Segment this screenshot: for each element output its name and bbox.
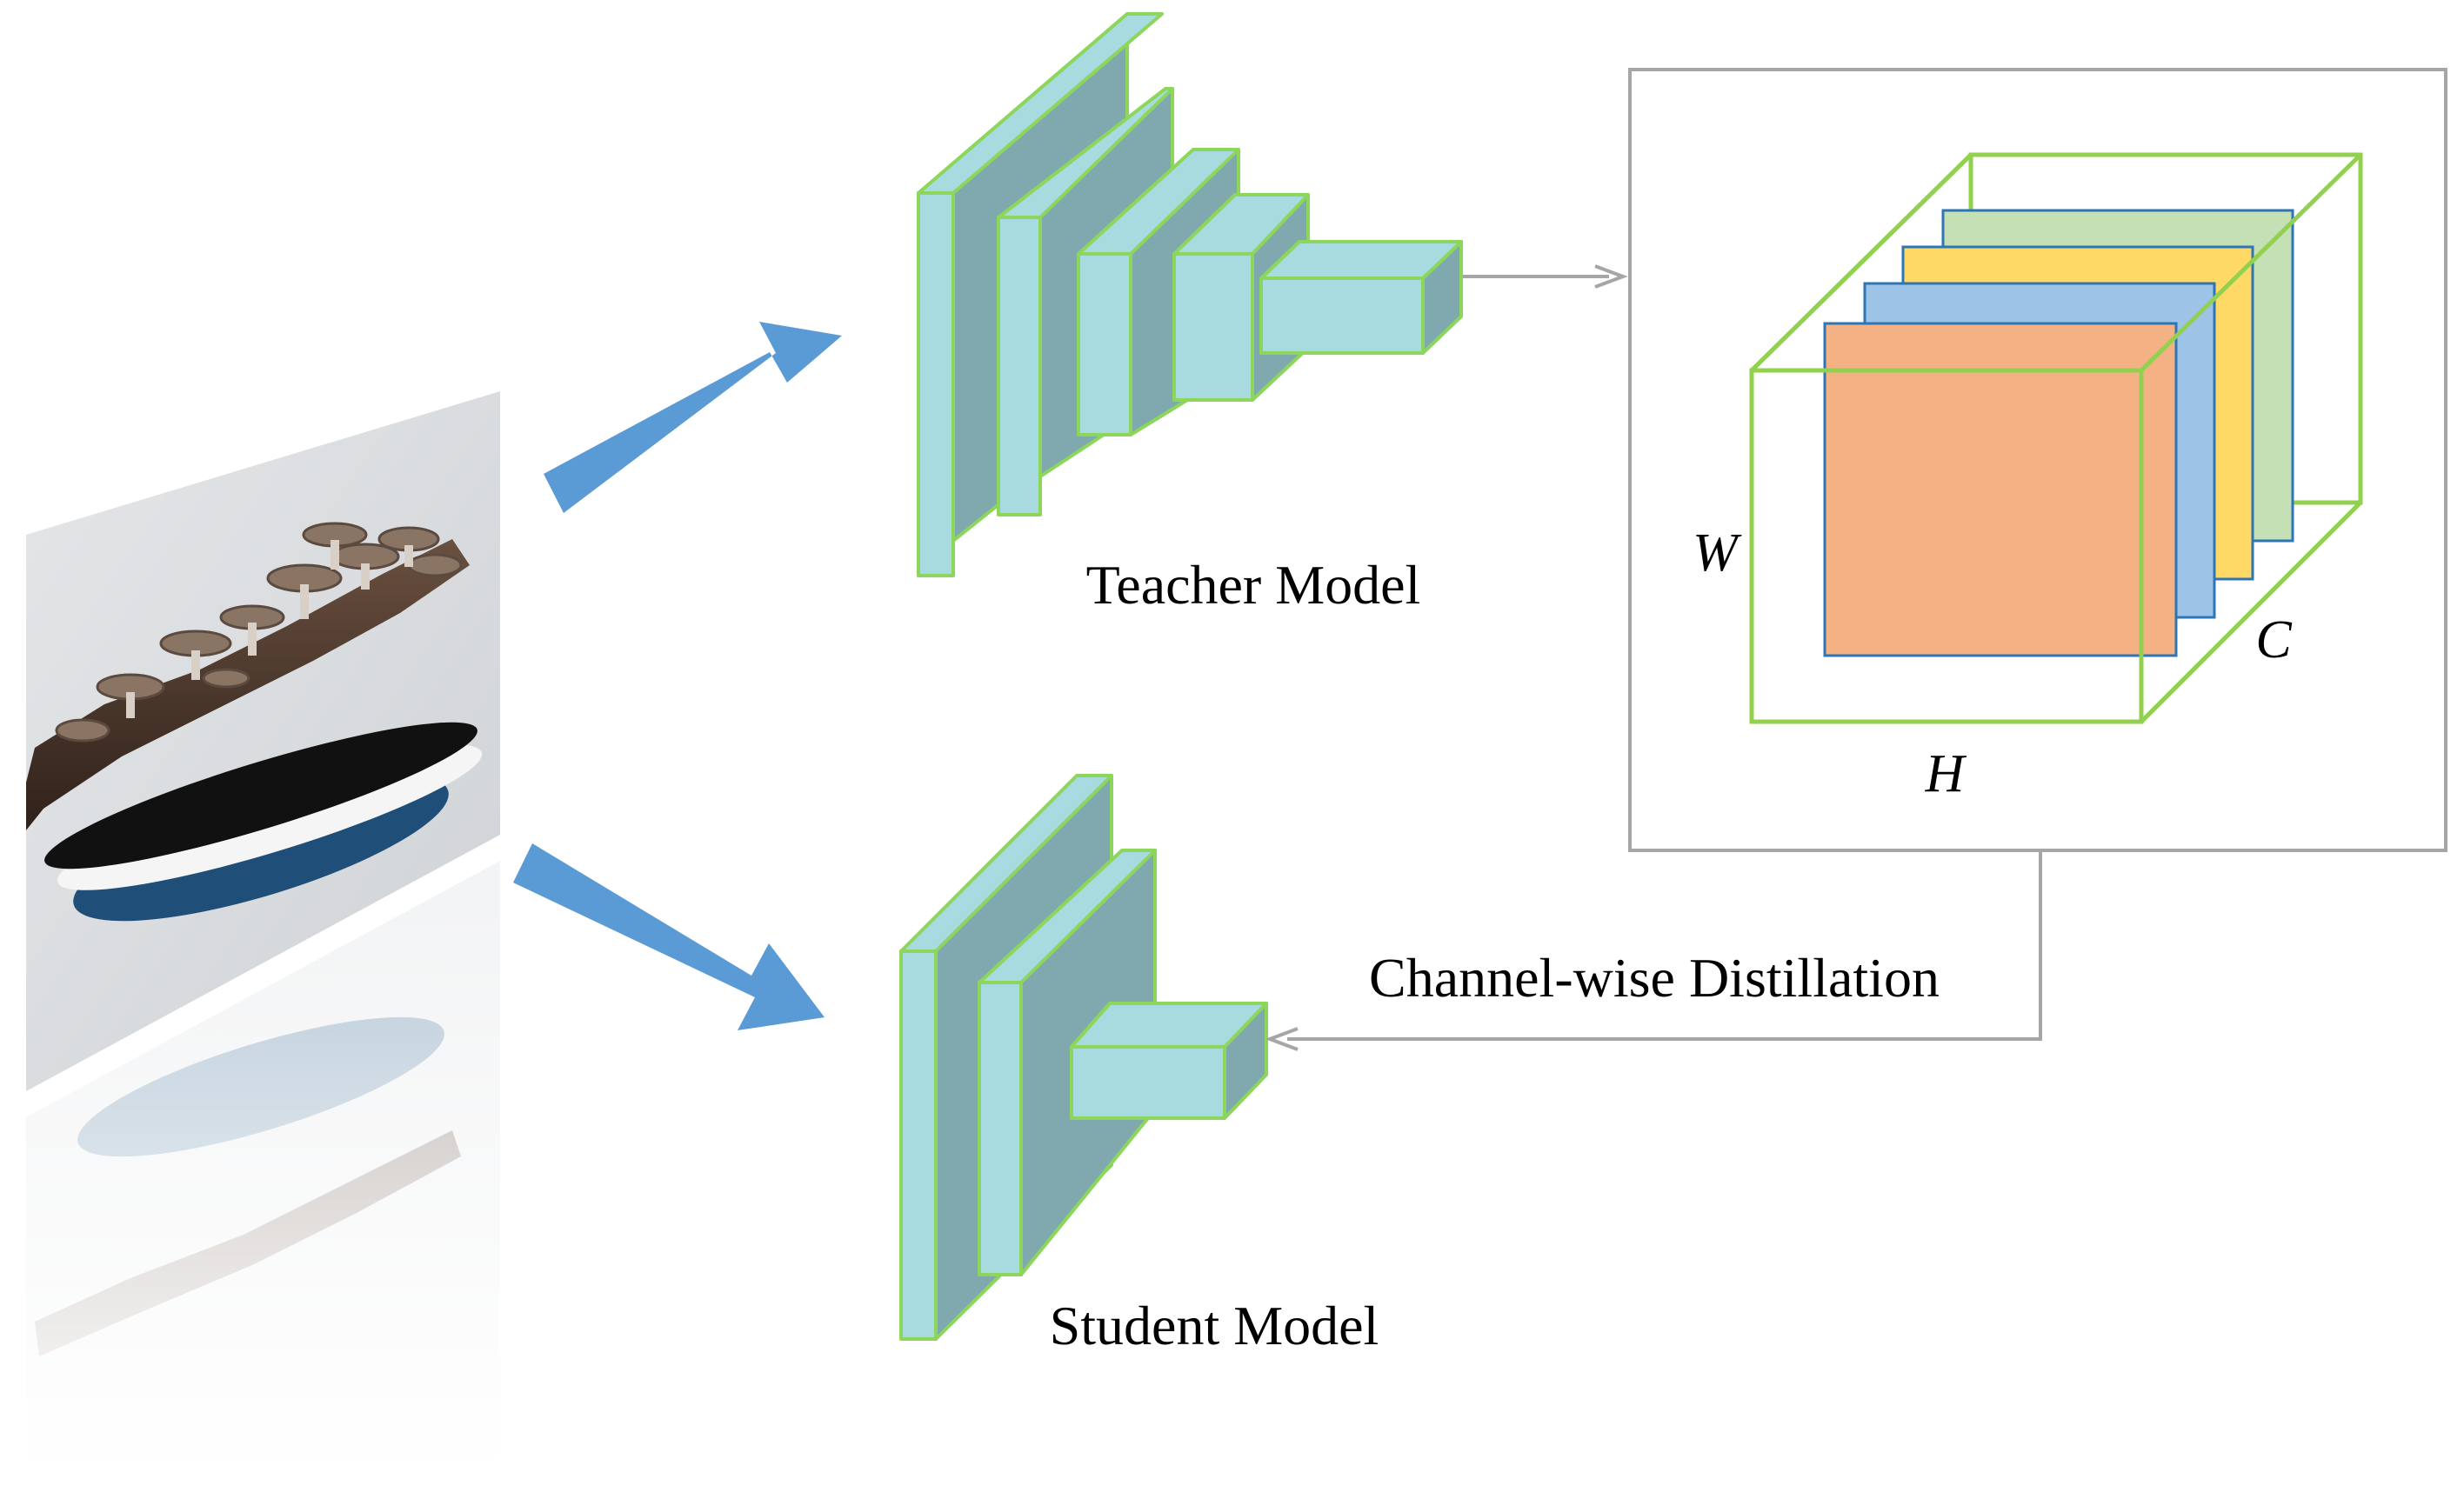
dimension-w-label: W	[1693, 523, 1742, 583]
channel-orange	[1823, 322, 2178, 657]
feature-map-panel	[1628, 68, 2447, 852]
dimension-h-label: H	[1925, 744, 1967, 803]
arrow-to-student	[513, 843, 825, 1030]
feature-to-student-connector	[1265, 850, 2042, 1051]
teacher-to-feature-connector	[1463, 264, 1628, 289]
distillation-label: Channel-wise Distillation	[1369, 947, 1940, 1009]
mushroom-photo	[26, 391, 500, 1478]
arrow-to-teacher	[544, 322, 842, 513]
dimension-c-label: C	[2255, 610, 2292, 670]
teacher-model	[917, 12, 1463, 577]
student-model-label: Student Model	[1050, 1295, 1379, 1356]
teacher-model-label: Teacher Model	[1086, 554, 1421, 616]
student-model	[899, 774, 1268, 1341]
